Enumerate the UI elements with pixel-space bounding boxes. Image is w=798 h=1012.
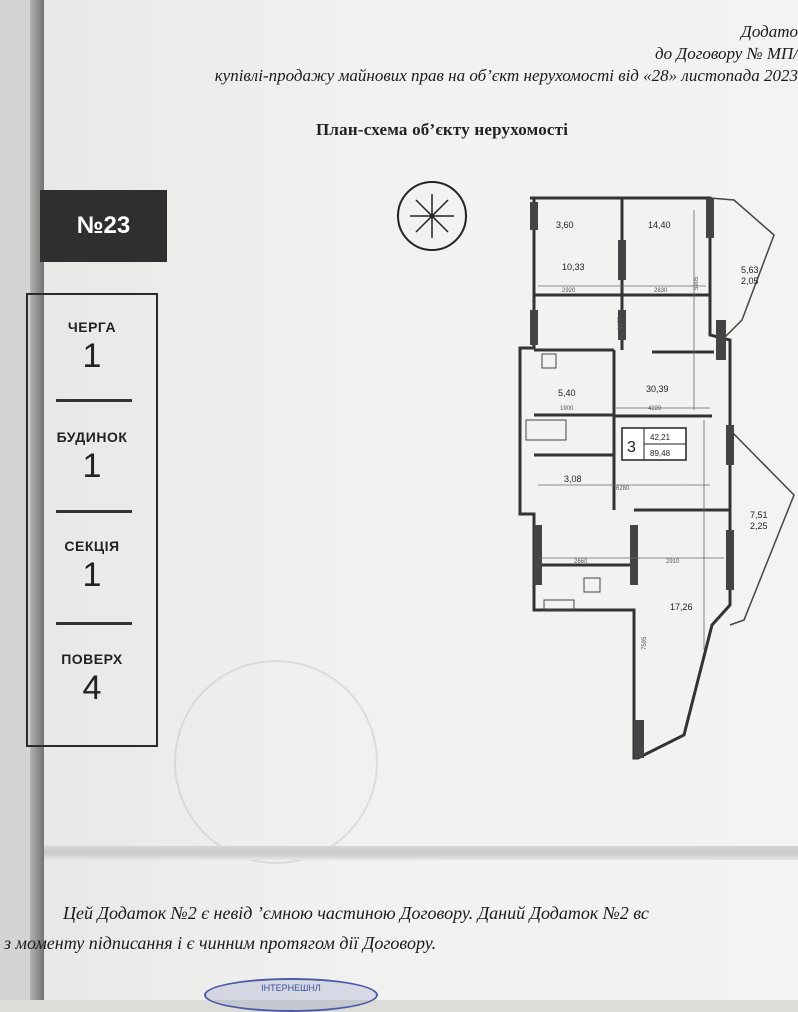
section-block: СЕКЦІЯ 1	[28, 538, 156, 595]
dim-d1: 2920	[562, 288, 576, 294]
floor-plan: 3,60 14,40 10,33 5,63 2,05 5,40 30,39 3,…	[397, 181, 795, 760]
dim-d7: 2660	[574, 559, 588, 565]
dim-d10: 5905	[694, 276, 700, 290]
dim-d8: 2910	[666, 559, 680, 565]
floor-block: ПОВЕРХ 4	[28, 651, 156, 708]
queue-value: 1	[82, 337, 102, 375]
stamp-text: ІНТЕРНЕШНЛ	[261, 983, 321, 993]
dim-d6: 6280	[616, 486, 630, 492]
room-area-r1: 3,60	[556, 220, 574, 230]
document-page: Додато до Договору № МП/ купівлі-продажу…	[4, 0, 798, 1012]
queue-label: ЧЕРГА	[67, 319, 117, 335]
header-line-2: до Договору № МП/	[655, 44, 798, 63]
previous-page-edge	[0, 0, 30, 1000]
header-line-1: Додато	[741, 22, 798, 41]
living-area: 42,21	[650, 433, 671, 442]
floor-value: 4	[82, 669, 102, 707]
room-area-r7: 3,08	[564, 474, 582, 484]
apartment-info-box: ЧЕРГА 1 БУДИНОК 1 СЕКЦІЯ 1 ПОВЕРХ 4	[26, 293, 158, 747]
dim-d4: 1900	[560, 406, 574, 412]
floor-label: ПОВЕРХ	[61, 651, 123, 667]
divider	[56, 399, 132, 402]
footer-line-1: Цей Додаток №2 є невід ’ємною частиною Д…	[63, 903, 649, 923]
header-line-3: купівлі-продажу майнових прав на об’єкт …	[214, 66, 798, 85]
apartment-number-badge: №23	[40, 190, 167, 262]
building-label: БУДИНОК	[56, 429, 128, 445]
building-value: 1	[82, 447, 102, 485]
stamp-seal: ІНТЕРНЕШНЛ	[204, 978, 378, 1012]
total-area: 89,48	[650, 449, 671, 458]
building-block: БУДИНОК 1	[28, 429, 156, 486]
divider	[56, 510, 132, 513]
balcony2-area-a: 7,51	[750, 510, 768, 520]
balcony1-area-b: 2,05	[741, 276, 759, 286]
room-area-r3: 10,33	[562, 262, 585, 272]
balcony1-area-a: 5,63	[741, 265, 759, 275]
compass-icon	[397, 181, 467, 251]
plan-title: План-схема об’єкту нерухомості	[316, 120, 569, 139]
queue-block: ЧЕРГА 1	[28, 319, 156, 376]
balcony2-area-b: 2,25	[750, 521, 768, 531]
divider	[56, 622, 132, 625]
room-area-r6: 30,39	[646, 384, 669, 394]
room-area-r5: 5,40	[558, 388, 576, 398]
dim-d5: 4220	[648, 406, 662, 412]
page-shadow-band	[44, 846, 798, 860]
faded-stamp	[174, 660, 378, 864]
dim-d9: 7595	[642, 636, 648, 650]
section-value: 1	[82, 556, 102, 594]
room-area-r9: 17,26	[670, 602, 693, 612]
rooms-count: 3	[627, 439, 636, 456]
dim-d3: 3175	[618, 316, 624, 330]
room-area-r2: 14,40	[648, 220, 671, 230]
section-label: СЕКЦІЯ	[64, 538, 120, 554]
dim-d2: 2830	[654, 288, 668, 294]
binder-edge	[0, 0, 46, 1000]
footer-line-2: з моменту підписання і є чинним протягом…	[4, 933, 437, 953]
